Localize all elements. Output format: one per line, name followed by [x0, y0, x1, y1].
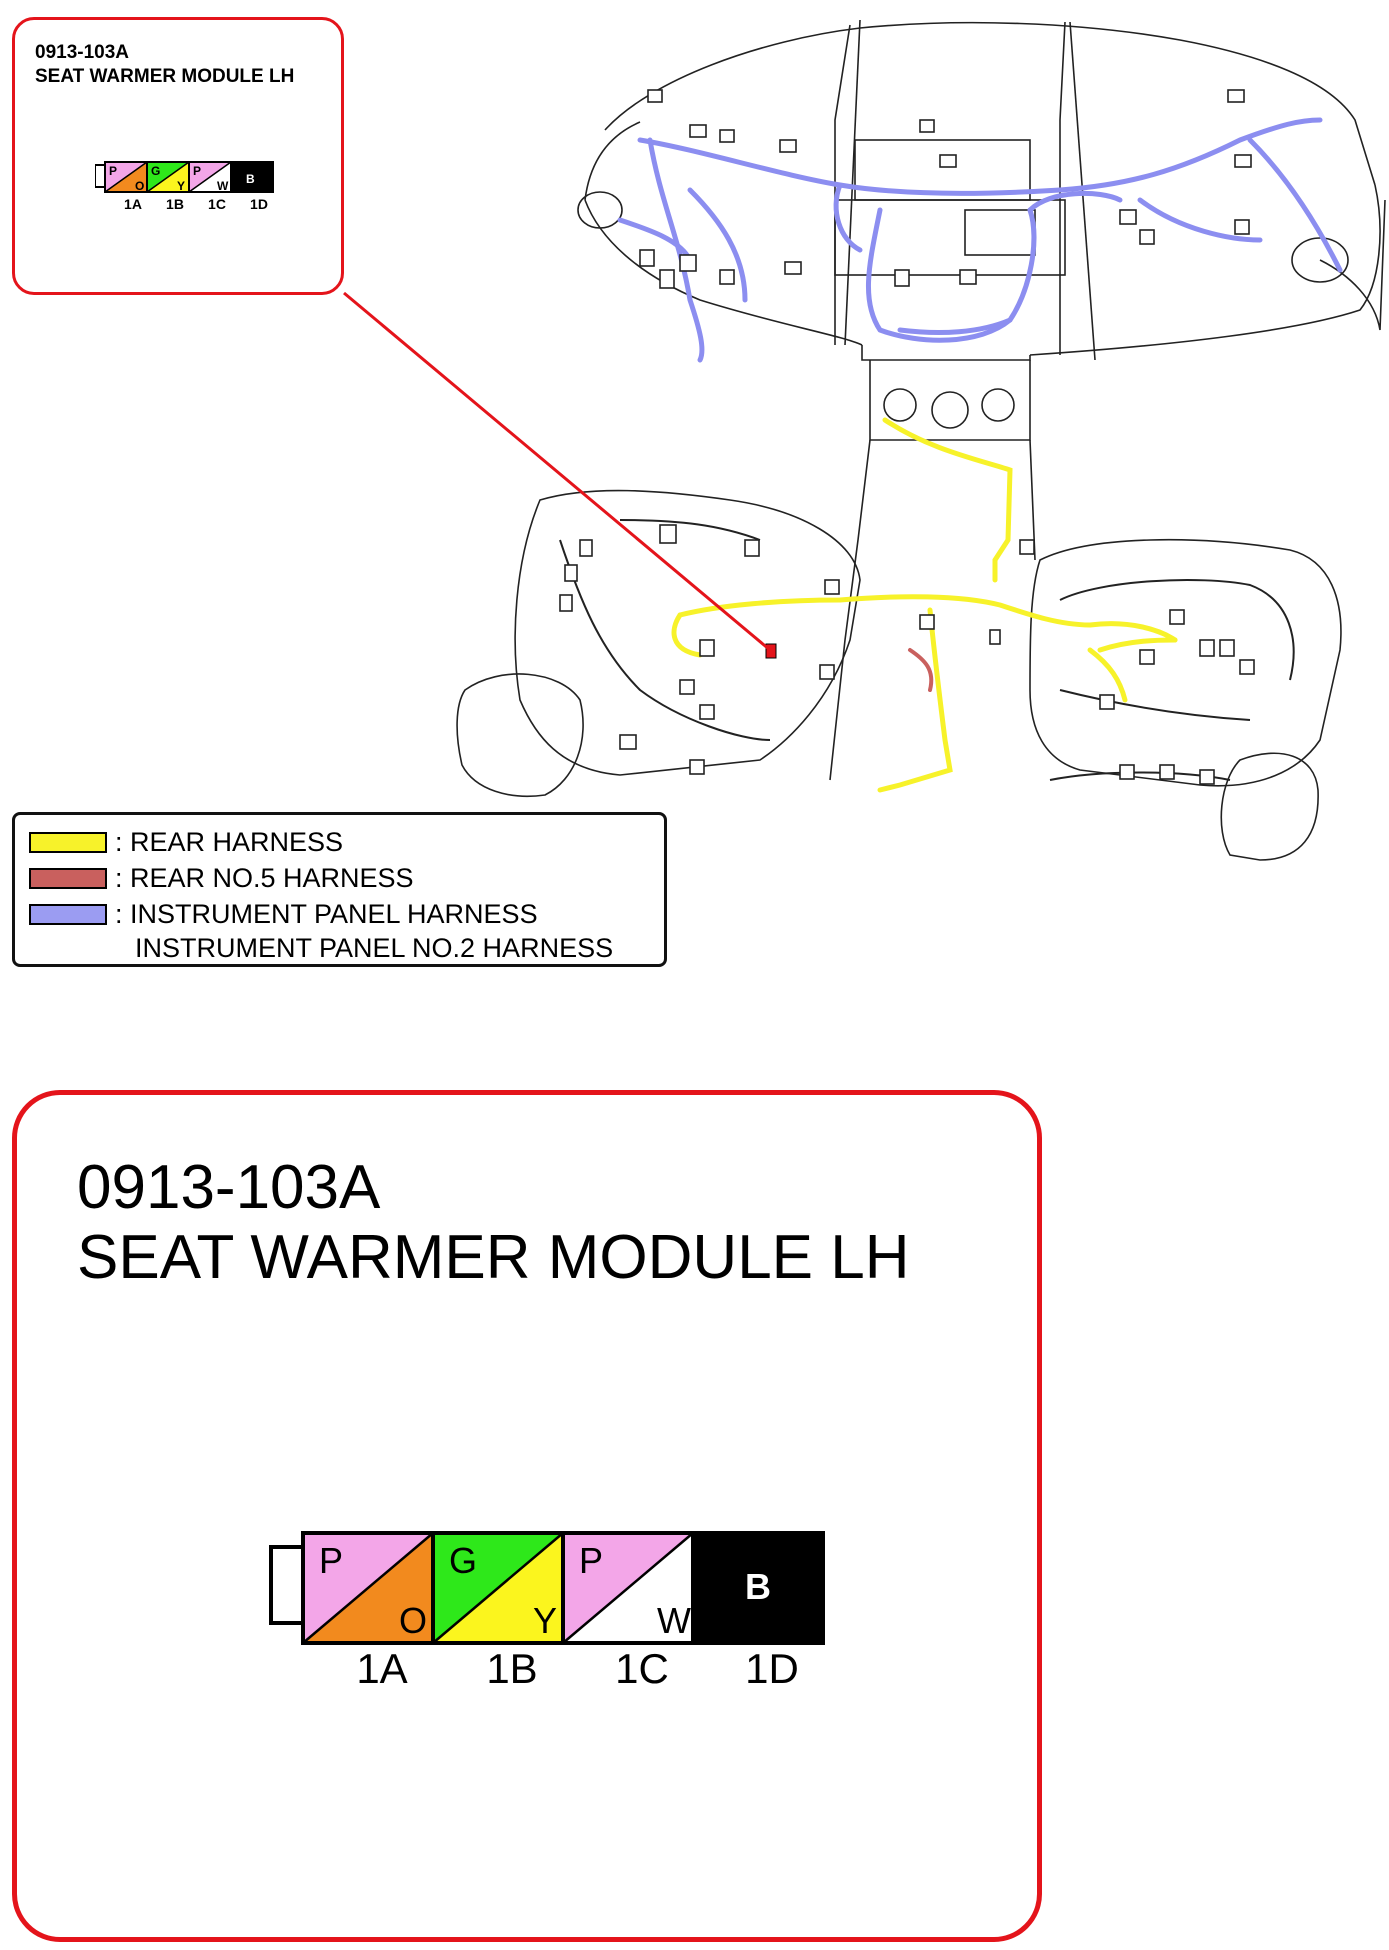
instrument-panel-harness: [617, 117, 1343, 363]
harness-legend: : REAR HARNESS : REAR NO.5 HARNESS : INS…: [12, 812, 667, 967]
pin-1C-bottom-small: W: [217, 179, 229, 193]
legend-label: : REAR NO.5 HARNESS: [115, 863, 414, 893]
pin-1C-top-small: P: [193, 164, 201, 178]
pin-1A-bottom-small: O: [135, 179, 144, 193]
connector-name: SEAT WARMER MODULE LH: [77, 1223, 910, 1292]
connector-callout-small: 0913-103A SEAT WARMER MODULE LH P O G Y …: [12, 17, 344, 295]
pin-1B-bottom-small: Y: [177, 179, 185, 193]
other-wiring: [559, 519, 1295, 781]
legend-label: : INSTRUMENT PANEL HARNESS: [115, 899, 538, 929]
legend-item-rear-no5-harness: : REAR NO.5 HARNESS: [29, 863, 414, 894]
connector-callout-large: 0913-103A SEAT WARMER MODULE LH P O G Y …: [12, 1090, 1042, 1942]
connector-blocks: [559, 89, 1255, 785]
harness-layout-drawing: [343, 19, 1386, 861]
pin-label-1B: 1B: [486, 1645, 538, 1692]
pin-1A-top-color: P: [319, 1540, 343, 1581]
pin-1A-bottom-color: O: [399, 1600, 427, 1641]
pin-1D-fill: [693, 1533, 823, 1643]
legend-item-instrument-panel-harness: : INSTRUMENT PANEL HARNESS: [29, 899, 538, 930]
pin-label-1D-small: 1D: [250, 196, 268, 212]
legend-item-instrument-panel-no2-harness: INSTRUMENT PANEL NO.2 HARNESS: [135, 933, 613, 964]
legend-swatch-yellow: [29, 832, 107, 853]
rear-harness: [671, 417, 1178, 793]
pin-1B-bottom-color: Y: [533, 1600, 557, 1641]
pin-1B-top-color: G: [449, 1540, 477, 1581]
legend-item-rear-harness: : REAR HARNESS: [29, 827, 343, 858]
pin-1C-top-color: P: [579, 1540, 603, 1581]
connector-name-small: SEAT WARMER MODULE LH: [35, 66, 295, 87]
legend-swatch-red: [29, 868, 107, 889]
connector-face-small: P O G Y P W B: [95, 161, 274, 193]
pin-1B-top-small: G: [151, 164, 160, 178]
pin-label-1B-small: 1B: [166, 196, 184, 212]
pin-label-1A: 1A: [356, 1645, 408, 1692]
pin-1A-top-small: P: [109, 164, 117, 178]
pin-label-1C: 1C: [615, 1645, 669, 1692]
pin-label-1A-small: 1A: [124, 196, 142, 212]
pin-1D-small: B: [246, 172, 255, 186]
connector-code: 0913-103A: [77, 1153, 381, 1222]
callout-leader-line: [343, 291, 771, 652]
seat-warmer-module-lh-location: [765, 643, 777, 659]
pin-1D-color: B: [745, 1566, 771, 1607]
connector-code-small: 0913-103A: [35, 42, 130, 63]
legend-label: INSTRUMENT PANEL NO.2 HARNESS: [135, 933, 614, 963]
rear-no5-harness: [908, 648, 934, 692]
pin-1C-bottom-color: W: [657, 1600, 691, 1641]
legend-swatch-blue: [29, 904, 107, 925]
pin-label-1D: 1D: [745, 1645, 799, 1692]
legend-label: : REAR HARNESS: [115, 827, 344, 857]
connector-face: P O G Y P W B: [269, 1531, 825, 1645]
pin-label-1C-small: 1C: [208, 196, 226, 212]
